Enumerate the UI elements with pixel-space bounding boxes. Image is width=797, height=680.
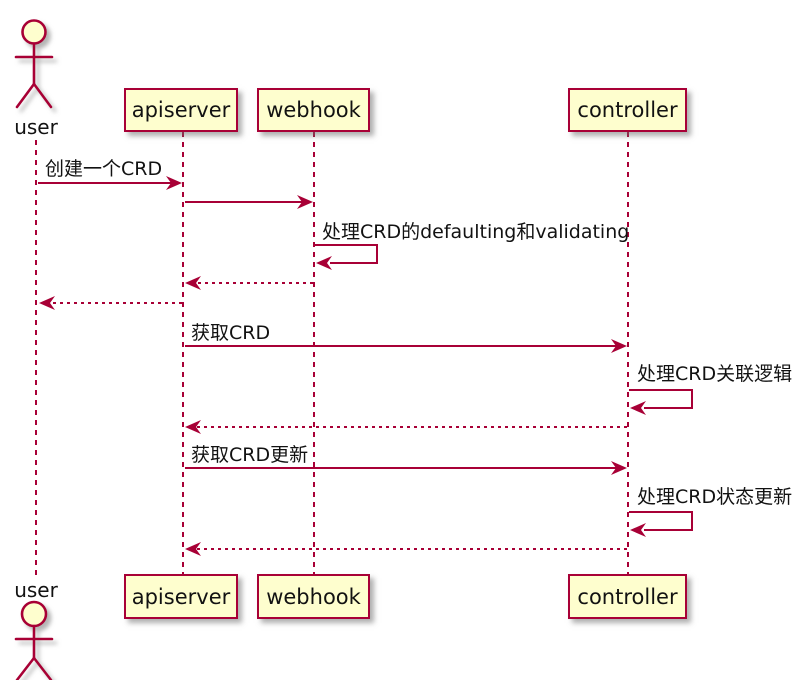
message-arrow-apiserver-to-webhook	[185, 195, 313, 209]
message-arrow-create-crd	[38, 176, 182, 190]
message-label-get-crd-update: 获取CRD更新	[191, 444, 309, 466]
participant-apiserver-bottom: apiserver	[124, 574, 238, 619]
message-label-handle-crd-status-update: 处理CRD状态更新	[637, 486, 793, 508]
message-arrow-get-crd-update	[185, 461, 627, 475]
actor-figure-top	[14, 19, 54, 109]
return-arrow-controller-to-apiserver-1	[185, 420, 627, 434]
message-self-loop-webhook	[315, 244, 378, 270]
participant-controller-top: controller	[568, 88, 687, 132]
message-self-loop-controller-1	[629, 389, 693, 415]
participant-webhook-bottom: webhook	[257, 574, 370, 619]
message-self-loop-controller-2	[629, 511, 693, 537]
actor-figure-bottom	[14, 600, 54, 680]
actor-label-user-top: user	[14, 115, 58, 139]
return-arrow-apiserver-to-user	[39, 296, 182, 310]
participant-apiserver-top: apiserver	[124, 88, 238, 132]
participant-webhook-top: webhook	[257, 88, 370, 132]
return-arrow-controller-to-apiserver-2	[185, 542, 627, 556]
actor-label-user-bottom: user	[14, 578, 58, 602]
participant-controller-bottom: controller	[568, 574, 687, 619]
message-label-get-crd: 获取CRD	[191, 322, 271, 344]
message-arrow-get-crd	[185, 339, 627, 353]
message-label-webhook-defaulting-validating: 处理CRD的defaulting和validating	[322, 221, 630, 243]
message-label-create-crd: 创建一个CRD	[45, 158, 163, 180]
return-arrow-webhook-to-apiserver	[185, 276, 313, 290]
message-label-handle-crd-logic: 处理CRD关联逻辑	[637, 363, 793, 385]
